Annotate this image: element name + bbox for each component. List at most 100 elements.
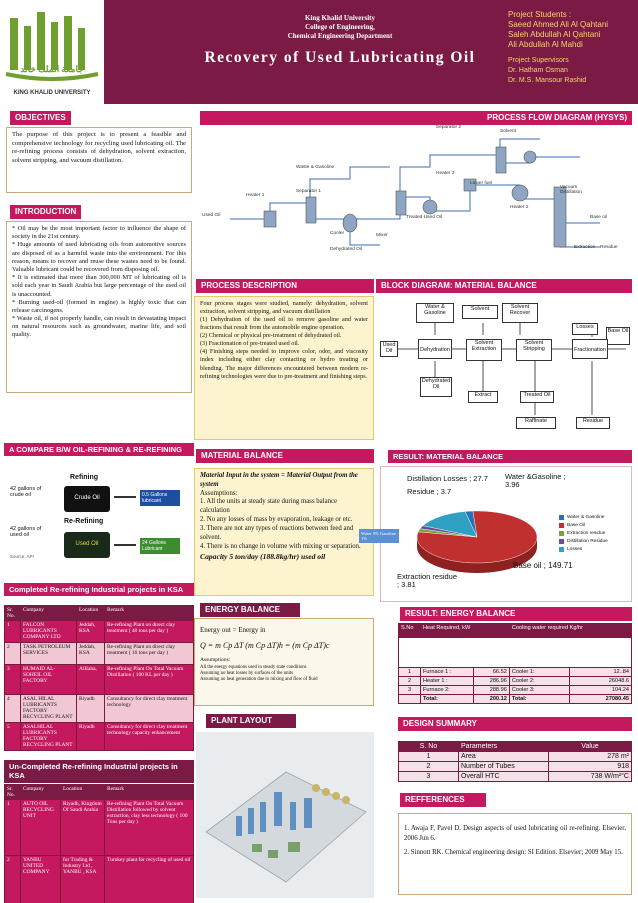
cell: Jeddah, KSA: [76, 620, 105, 643]
legend-item: Extraction residue: [559, 531, 631, 536]
col-header: Location: [60, 784, 105, 800]
cell: Cooler 3:: [508, 685, 571, 695]
block-solvent-extraction: Solvent Extraction: [466, 339, 502, 361]
block-arrows: [398, 323, 626, 415]
legend-item: Losses: [559, 547, 631, 552]
cell: 288.96: [473, 685, 510, 695]
material-balance-heading: MATERIAL BALANCE: [196, 449, 374, 463]
cell: AlBaha,: [76, 664, 105, 695]
cell: Riyadh: [76, 694, 105, 723]
reference-item: 2. Sinnott RK. Chemical engineering desi…: [404, 848, 623, 856]
cell: AUTO OIL RECYCLING UNIT: [20, 799, 61, 856]
cell: Total:: [419, 694, 475, 704]
cell: Cooler 1:: [508, 667, 571, 677]
pfd-label: Treated Used Oil: [406, 215, 443, 220]
students-panel: Project Students : Saeed Ahmed Ali Al Qa…: [508, 10, 630, 86]
cell: Jeddah, KSA: [76, 642, 105, 665]
pfd-label: Dehydrated Oil: [330, 247, 362, 252]
block-dehydration: Dehydration: [418, 339, 452, 359]
cell: 3: [398, 685, 421, 695]
legend-item: Distillation Residue: [559, 539, 631, 544]
pfd-label: Base oil: [590, 215, 608, 220]
pfd-label: Mixer: [376, 233, 388, 238]
rerefining-label: Re-Refining: [64, 518, 104, 525]
objectives-heading: OBJECTIVES: [10, 111, 71, 125]
cell: Consultancy for direct clay treatment te…: [104, 722, 194, 751]
university-logo-icon: [5, 12, 99, 81]
pfd-label: Heater 1: [246, 193, 265, 198]
block-base-oil: Base Oil: [606, 327, 630, 345]
col-header: S.No: [398, 623, 421, 638]
pfd-lines: [230, 138, 600, 248]
cell: Re-refining Plant on direct clay treatme…: [104, 620, 194, 643]
cell: ASALHILAL LUBRICANTS FACTORY RECYCLING P…: [20, 722, 77, 751]
logo-caption: KING KHALID UNIVERSITY: [13, 90, 91, 96]
reference-item: 1. Awaja F, Pavel D. Design aspects of u…: [404, 825, 626, 842]
completed-heading: Completed Re-refining Industrial project…: [4, 583, 194, 597]
material-assumption: 1. All the units at steady state during …: [200, 498, 338, 515]
energy-result-table: S.No Heat Required, kW Cooling water req…: [398, 623, 633, 704]
pie-callout-base: Base oil ; 149.71: [513, 561, 573, 570]
cell: Heater 1 :: [419, 676, 475, 686]
cell: Re-refining Plant on direct clay treatme…: [104, 642, 194, 665]
refining-label: Refining: [70, 474, 98, 481]
students-heading: Project Students :: [508, 10, 572, 19]
student-name: Saleh Abdullah Al Qahtani: [508, 30, 601, 39]
col-header: Parameters: [458, 741, 549, 752]
cell: 918: [548, 761, 632, 772]
block-water-gasoline: Water & Gasoline: [416, 303, 454, 323]
compare-heading: A COMPARE B/W OIL-REFINING & RE-REFINING: [4, 443, 194, 457]
material-equation: Material Input in the system = Material …: [200, 472, 358, 488]
intro-bullet: * Huge amounts of used lubricating oils …: [12, 241, 186, 273]
col-header: Remark: [104, 784, 194, 800]
design-summary-heading: DESIGN SUMMARY: [398, 717, 632, 731]
pfd-label: Separator 1: [296, 189, 322, 194]
cell: Re-refining Plant On Total Vacuum Distil…: [104, 799, 194, 856]
block-residue: Residue: [576, 417, 610, 429]
legend-item: Water & Gasoline: [559, 515, 631, 520]
cell: Turnkey plant for recycling of used oil: [104, 855, 194, 903]
objectives-text: The purpose of this project is to presen…: [6, 127, 192, 193]
process-line: (3) Fractionation of pre-treated used oi…: [200, 340, 300, 348]
cell: Riyadh, Kingdom Of Saudi Arabia: [60, 799, 105, 856]
intro-bullet: * It is estimated that more than 300,000…: [12, 274, 186, 298]
uncompleted-heading: Un-Completed Re-refining Industrial proj…: [4, 760, 194, 783]
cell: [398, 694, 421, 704]
energy-equation: Energy out = Energy in: [200, 626, 266, 634]
process-description-box: Four process stages were studied, namely…: [194, 296, 374, 440]
cell: ASAL HILAL LUBRICANTS FACTORY RECYCLING …: [20, 694, 77, 723]
legend-label: Losses: [567, 547, 583, 552]
table-spacer: [398, 637, 632, 668]
pfd-label: Lower fuel: [470, 181, 493, 186]
pfd-heading: PROCESS FLOW DIAGRAM (HYSYS): [200, 111, 632, 125]
cell: 3: [398, 771, 459, 782]
cell: 2: [398, 761, 459, 772]
plant-layout-drawing: [205, 771, 367, 883]
legend-label: Extraction residue: [567, 531, 606, 536]
pfd-label: Heater 3: [436, 171, 455, 176]
block-solvent: Solvent: [462, 305, 498, 319]
arrow-icon: [114, 496, 136, 498]
cell: YANBU UNITED COMPANY: [20, 855, 61, 903]
pfd-label: Vacuum Distillation: [560, 185, 582, 196]
legend-label: Distillation Residue: [567, 539, 608, 544]
used-gallons: 42 gallons of used oil: [10, 526, 42, 538]
crude-oil-drum: [64, 486, 110, 512]
cell: 27080.45: [569, 694, 632, 704]
legend-swatch: [559, 523, 564, 528]
process-line: (2) Chemical or physical pre-treatment o…: [200, 332, 342, 340]
cell: 1: [398, 667, 421, 677]
cell: HUMAID AL-SOHEIL OIL FACTORY: [20, 664, 77, 695]
cell: 5: [4, 722, 21, 751]
cell: 12..84: [569, 667, 632, 677]
logo-panel: جامعة الملك خالد KING KHALID UNIVERSITY: [0, 0, 104, 104]
process-line: (1) Dehydration of the used oil to remov…: [200, 316, 368, 332]
legend-swatch: [559, 515, 564, 520]
